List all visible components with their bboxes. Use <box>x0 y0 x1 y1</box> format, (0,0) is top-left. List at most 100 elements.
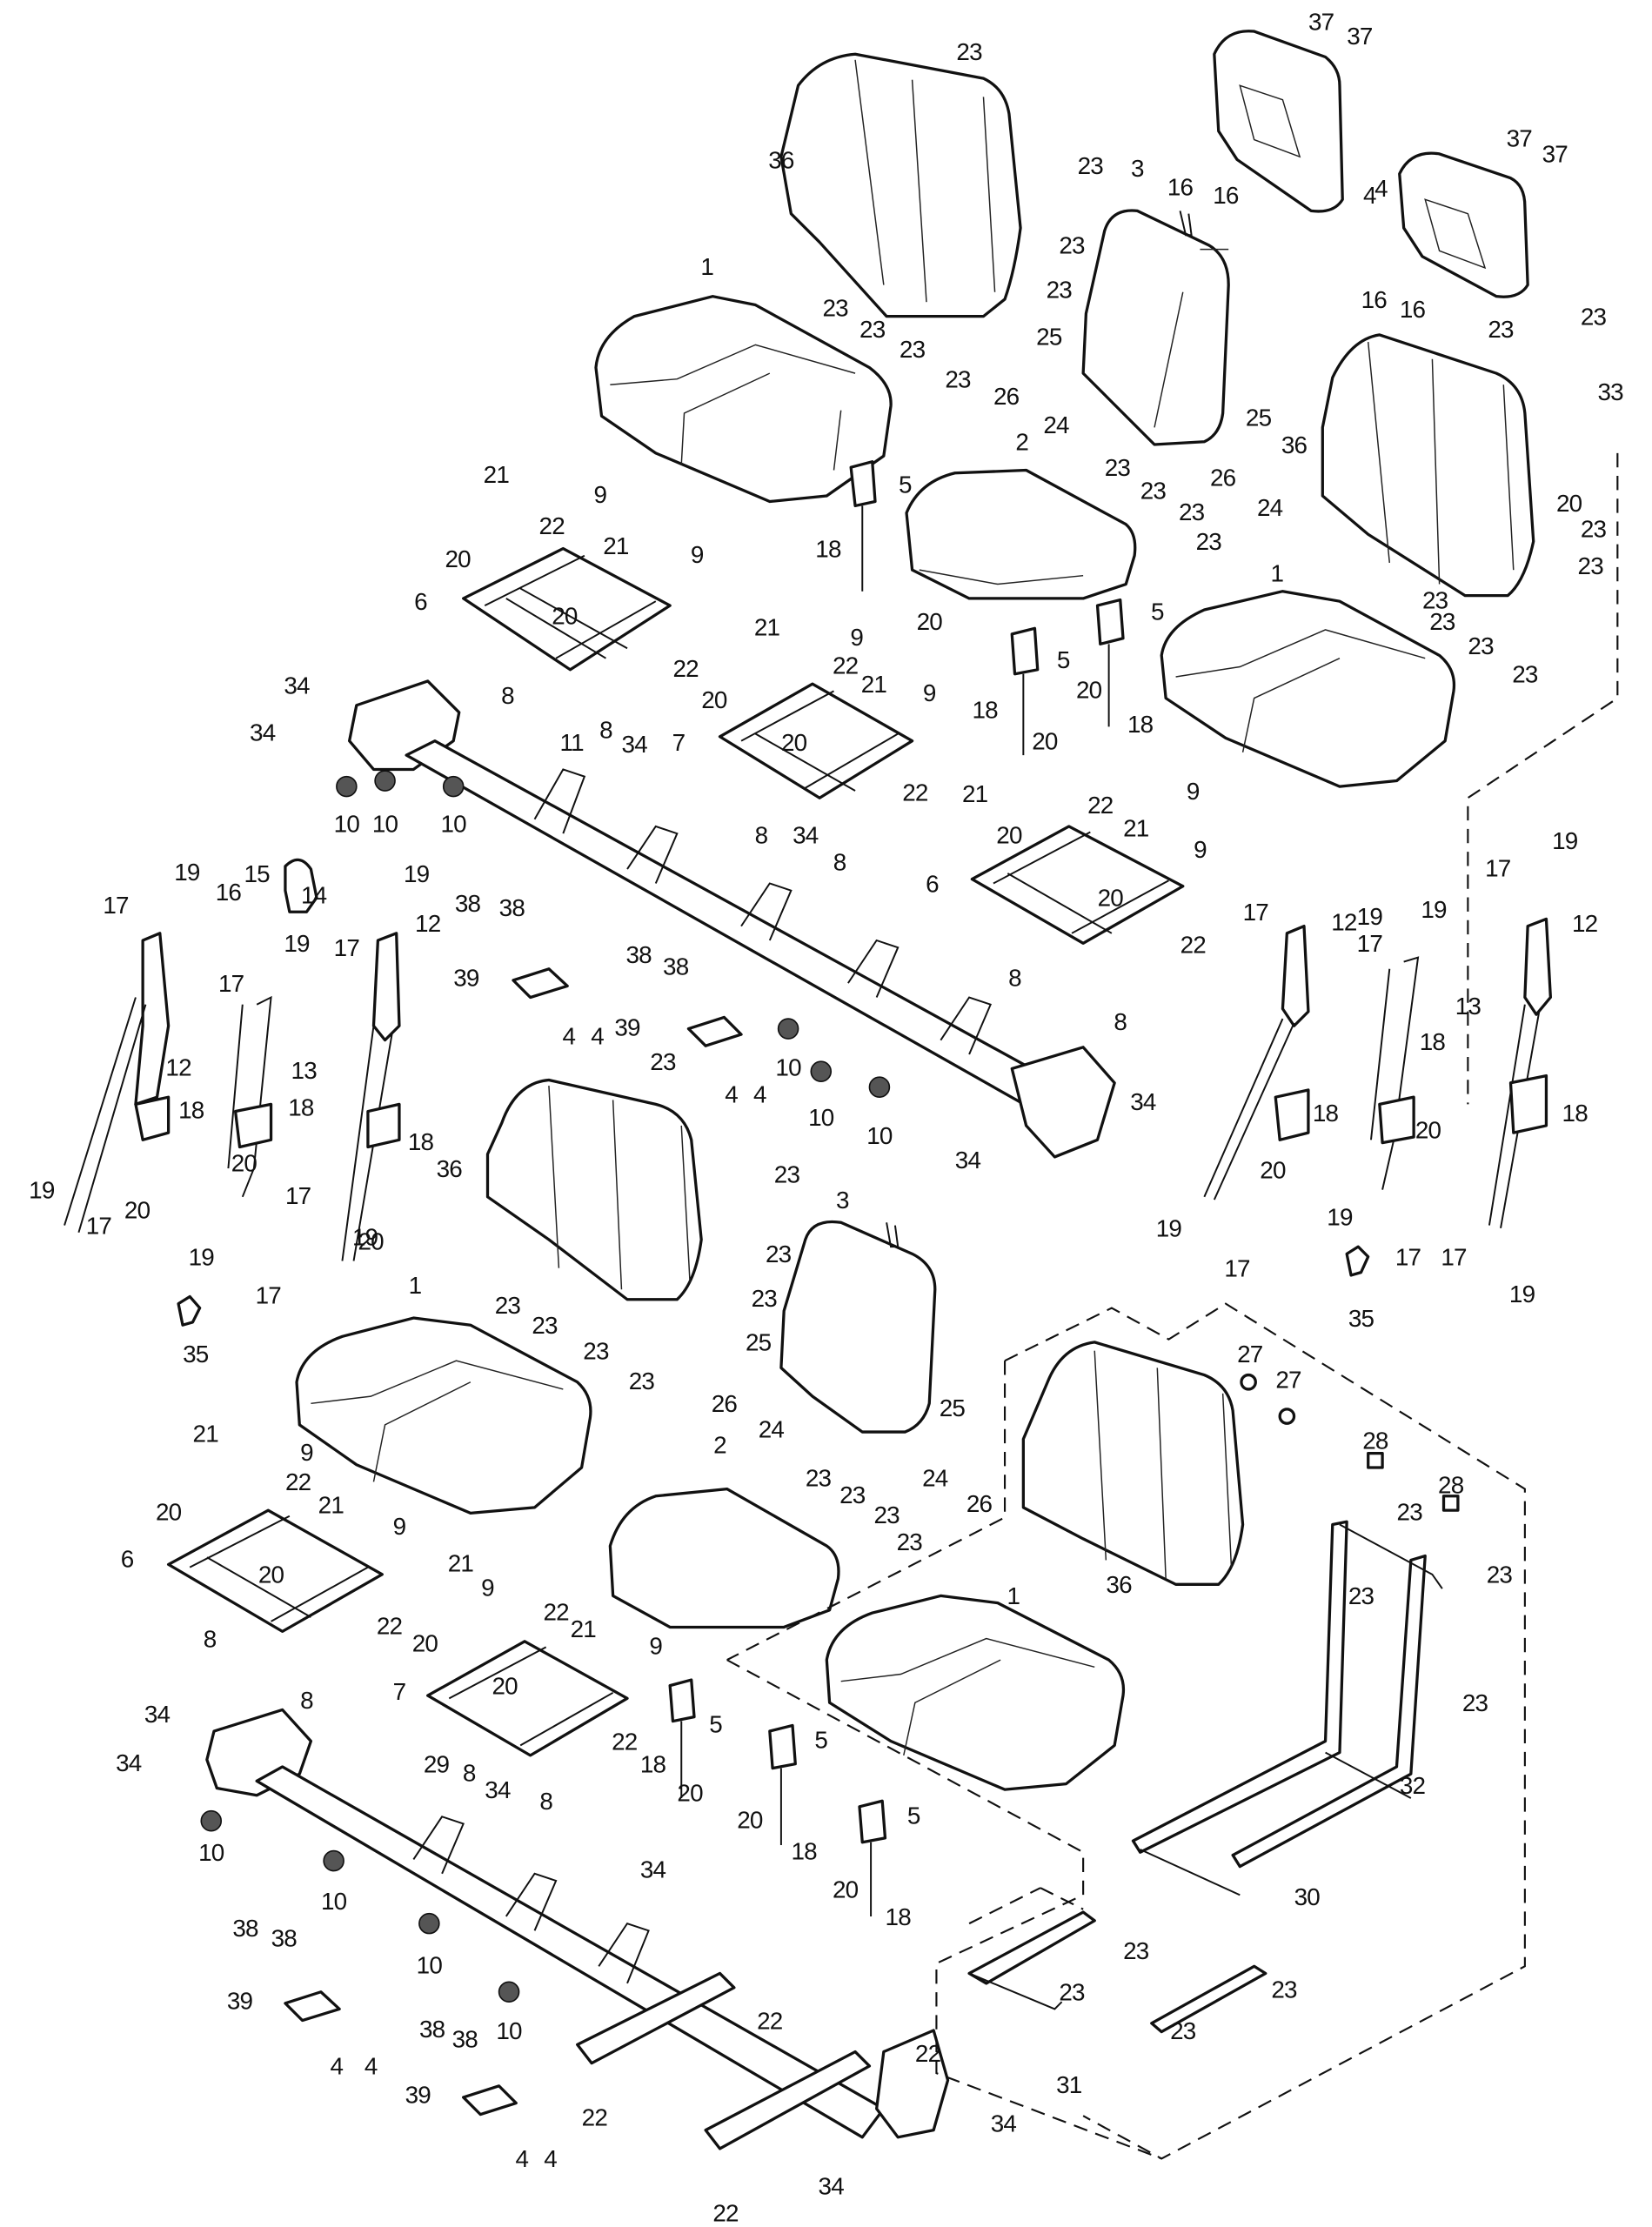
seat-belt-12-right-b <box>1488 917 1552 1229</box>
callout-part-35: 35 <box>183 1341 209 1368</box>
callout-part-8: 8 <box>1008 964 1021 991</box>
callout-part-20: 20 <box>1260 1157 1286 1184</box>
callout-part-20: 20 <box>1076 677 1102 704</box>
callout-part-10: 10 <box>334 811 360 838</box>
callout-part-20: 20 <box>701 686 727 713</box>
callout-part-19: 19 <box>1421 896 1447 923</box>
headrest-plugs-28 <box>1367 1451 1460 1512</box>
callout-part-23: 23 <box>900 336 926 363</box>
callout-part-22: 22 <box>757 2007 783 2034</box>
callout-part-35: 35 <box>1348 1305 1374 1332</box>
callout-part-18: 18 <box>1420 1028 1446 1055</box>
callout-part-3: 3 <box>1131 155 1144 182</box>
callout-part-25: 25 <box>940 1394 966 1421</box>
callout-part-8: 8 <box>463 1759 476 1786</box>
callout-part-8: 8 <box>300 1687 313 1714</box>
callout-part-18: 18 <box>1313 1100 1339 1127</box>
callout-part-23: 23 <box>1196 528 1222 555</box>
seat-back-36-right <box>1321 333 1535 598</box>
callout-part-18: 18 <box>288 1093 314 1120</box>
callout-part-34: 34 <box>116 1749 142 1776</box>
callout-part-16: 16 <box>216 879 242 906</box>
callout-part-22: 22 <box>833 652 859 679</box>
callout-part-24: 24 <box>1257 494 1283 521</box>
callout-part-17: 17 <box>1357 930 1383 957</box>
callout-part-23: 23 <box>1271 1976 1297 2003</box>
callout-part-9: 9 <box>691 541 704 568</box>
seat-mounting-beam-11 <box>347 679 1116 1159</box>
callout-part-16: 16 <box>1167 173 1194 200</box>
callout-part-5: 5 <box>907 1802 920 1829</box>
bracket-35-left <box>177 1294 202 1327</box>
callout-part-19: 19 <box>404 860 430 887</box>
callout-part-4: 4 <box>331 2053 344 2080</box>
callout-part-38: 38 <box>663 953 689 980</box>
callout-part-10: 10 <box>496 2017 522 2044</box>
callout-part-23: 23 <box>822 295 848 322</box>
callout-part-23: 23 <box>650 1048 676 1075</box>
callout-part-9: 9 <box>1194 836 1207 863</box>
callout-part-22: 22 <box>673 655 699 682</box>
callout-part-25: 25 <box>1036 323 1062 350</box>
callout-part-6: 6 <box>414 588 427 615</box>
callout-part-22: 22 <box>1087 792 1114 819</box>
callout-part-38: 38 <box>419 2016 445 2043</box>
callout-part-38: 38 <box>625 941 652 968</box>
callout-part-22: 22 <box>582 2104 608 2131</box>
seat-cushion-1-top <box>594 295 893 504</box>
callout-part-25: 25 <box>1246 405 1272 431</box>
callout-part-17: 17 <box>86 1212 112 1239</box>
callout-part-31: 31 <box>1056 2071 1082 2098</box>
seat-belt-12-left-a <box>64 932 171 1234</box>
callout-part-11: 11 <box>560 729 585 756</box>
callout-part-23: 23 <box>806 1464 832 1491</box>
callout-part-10: 10 <box>321 1888 347 1915</box>
callout-part-22: 22 <box>1180 932 1207 959</box>
callout-part-8: 8 <box>833 849 846 876</box>
callout-part-9: 9 <box>300 1439 313 1466</box>
callout-part-21: 21 <box>603 532 629 559</box>
callout-part-17: 17 <box>1395 1243 1421 1270</box>
callout-part-5: 5 <box>1151 598 1164 625</box>
callout-part-23: 23 <box>1140 477 1167 504</box>
callout-part-23: 23 <box>1581 303 1607 330</box>
seat-slide-rail-7-b <box>426 1640 629 1757</box>
callout-part-18: 18 <box>408 1128 434 1155</box>
callout-part-34: 34 <box>1130 1088 1156 1115</box>
callout-part-5: 5 <box>899 471 912 498</box>
callout-part-38: 38 <box>271 1924 298 1951</box>
callout-part-34: 34 <box>144 1701 171 1728</box>
callout-part-23: 23 <box>839 1481 866 1508</box>
callout-part-18: 18 <box>791 1837 817 1864</box>
callout-part-18: 18 <box>178 1097 204 1124</box>
callout-part-38: 38 <box>455 890 481 917</box>
callout-part-20: 20 <box>1415 1117 1441 1144</box>
callout-part-1: 1 <box>1271 559 1284 586</box>
callout-part-23: 23 <box>1078 152 1104 179</box>
callout-part-15: 15 <box>244 860 271 887</box>
callout-part-23: 23 <box>1348 1582 1374 1609</box>
callout-part-2: 2 <box>713 1432 726 1459</box>
callout-part-6: 6 <box>121 1546 134 1573</box>
callout-part-12: 12 <box>165 1054 191 1081</box>
callout-part-23: 23 <box>1512 661 1538 688</box>
callout-part-16: 16 <box>1361 286 1388 313</box>
callout-part-23: 23 <box>1123 1937 1149 1964</box>
callout-part-22: 22 <box>915 2040 941 2067</box>
callout-part-21: 21 <box>1123 814 1149 841</box>
seat-back-3-middle <box>779 1220 937 1434</box>
seat-belt-12-left-b <box>341 932 401 1261</box>
callout-part-20: 20 <box>677 1779 703 1806</box>
callout-part-24: 24 <box>759 1416 785 1443</box>
callout-part-20: 20 <box>996 822 1022 849</box>
callout-part-20: 20 <box>1556 490 1582 517</box>
callout-part-10: 10 <box>372 811 398 838</box>
callout-part-23: 23 <box>1170 2017 1196 2044</box>
callout-part-21: 21 <box>861 671 887 698</box>
callout-part-1: 1 <box>1007 1582 1020 1609</box>
callout-part-23: 23 <box>1581 515 1607 542</box>
callout-part-22: 22 <box>543 1598 569 1625</box>
callout-part-17: 17 <box>285 1182 311 1209</box>
callout-part-19: 19 <box>174 859 200 886</box>
